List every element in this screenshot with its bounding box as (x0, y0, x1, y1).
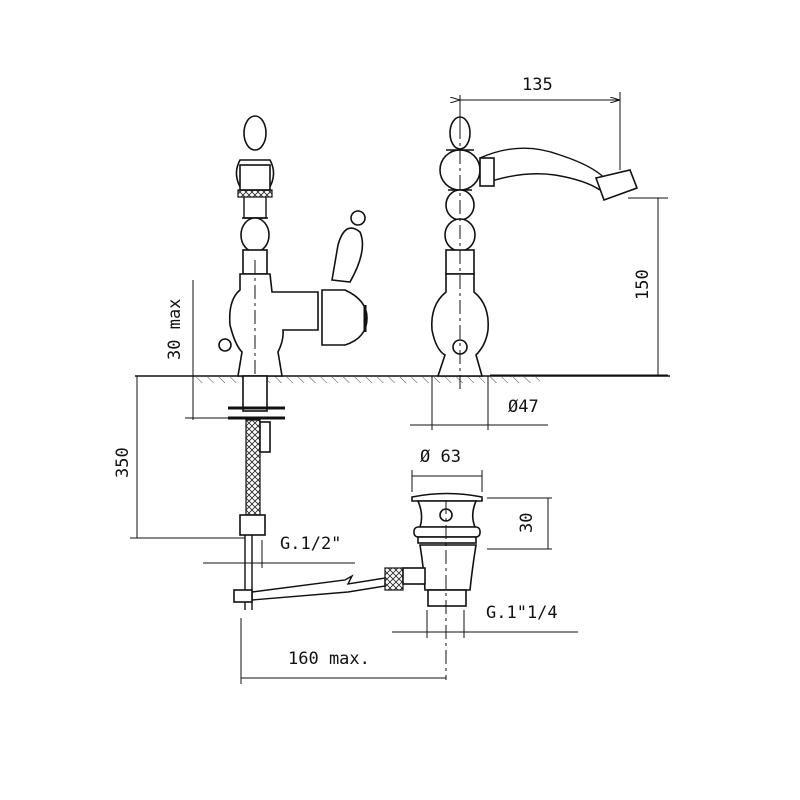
pop-up-waste (402, 492, 483, 680)
dim-135-label: 135 (522, 75, 553, 95)
dim-d63-label: Ø 63 (420, 447, 461, 467)
dimension-g-1-2: G.1/2" (150, 534, 355, 568)
dim-160-max-label: 160 max. (288, 649, 370, 669)
dimension-d47: Ø47 (410, 376, 548, 430)
dim-150-label: 150 (633, 269, 653, 300)
dimension-g-1-1-4: G.1"1/4 (392, 603, 578, 638)
dimension-30-max: 30 max (165, 280, 240, 420)
dim-d47-label: Ø47 (508, 397, 539, 417)
dim-350-label: 350 (113, 447, 133, 478)
dim-g-1-1-4-label: G.1"1/4 (486, 603, 558, 623)
countertop (135, 375, 670, 383)
dimension-30: 30 (487, 497, 552, 550)
dim-30-label: 30 (517, 513, 537, 533)
dimension-150: 150 (490, 197, 668, 376)
dimension-350: 350 (113, 376, 245, 539)
dim-g-1-2-label: G.1/2" (280, 534, 341, 554)
faucet-side-view (218, 115, 404, 610)
dim-30-max-label: 30 max (165, 299, 185, 360)
dimension-d63: Ø 63 (411, 447, 483, 492)
dimension-160-max: 160 max. (240, 618, 446, 684)
dimension-135: 135 (460, 75, 621, 170)
faucet-front-view (430, 100, 639, 390)
